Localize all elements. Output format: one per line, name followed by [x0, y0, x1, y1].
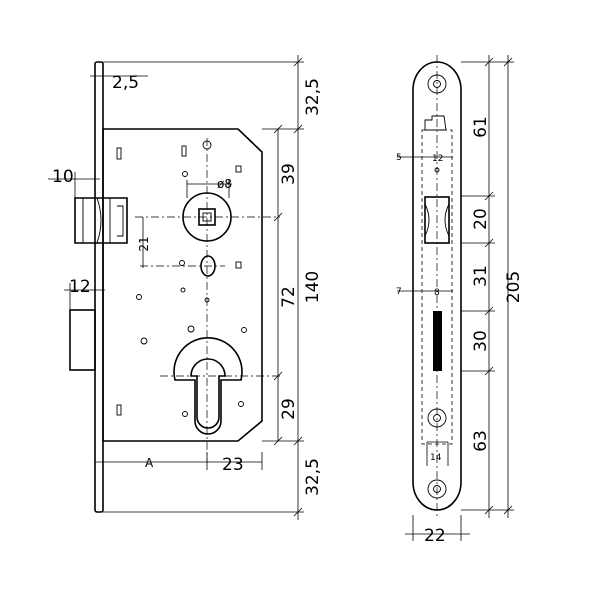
- side-view: 61 5 12 20 31 205 7 8 30 63 14 22: [396, 55, 524, 546]
- dim-cylinder-offset: 23: [222, 455, 244, 475]
- dim-spindle-offset: 21: [137, 236, 151, 251]
- dim-screw-spacing: 14: [430, 453, 442, 463]
- dim-bolt-projection: 12: [69, 277, 91, 297]
- dim-cylinder-to-bottom: 29: [279, 398, 299, 420]
- front-centre-lines: [135, 138, 280, 462]
- dim-upper-section: 61: [471, 116, 491, 138]
- lock-case: [102, 128, 263, 442]
- faceplate: [94, 61, 104, 513]
- dim-top-offset: 32,5: [303, 78, 323, 116]
- dim-lower-section: 63: [471, 430, 491, 452]
- dim-latch-to-bolt: 31: [471, 265, 491, 287]
- side-horizontal-dimensions: [397, 156, 470, 541]
- dim-faceplate-width: 22: [424, 526, 446, 546]
- front-vertical-dimensions: [103, 55, 304, 520]
- bolt-opening: [433, 311, 442, 371]
- dim-bolt-width: 8: [434, 288, 440, 298]
- cylinder-cutout: [173, 337, 243, 435]
- dim-faceplate-thickness: 2,5: [112, 73, 139, 93]
- front-left-dimensions: [48, 75, 263, 470]
- side-vertical-dimensions: [461, 55, 514, 518]
- top-detail: [424, 115, 447, 131]
- dim-spindle-diameter: ø8: [217, 177, 232, 191]
- dim-latch-width: 12: [432, 154, 443, 164]
- dim-case-height: 140: [303, 271, 323, 303]
- dim-latch-height: 20: [471, 208, 491, 230]
- dim-latch-inset: 5: [396, 153, 402, 163]
- dim-spindle-to-cylinder: 72: [279, 286, 299, 308]
- front-view: 2,5 32,5 10 39 ø8 21 12 72 140 29 A 23 3…: [48, 55, 323, 520]
- dim-spindle-to-top: 39: [279, 163, 299, 185]
- dim-overall-height: 205: [504, 271, 524, 303]
- screw-spacing-dim: [426, 441, 449, 466]
- dim-latch-projection: 10: [52, 167, 74, 187]
- dead-bolt: [69, 309, 96, 371]
- dim-bottom-offset: 32,5: [303, 458, 323, 496]
- latch-bolt: [74, 197, 128, 244]
- dim-backset-label: A: [145, 456, 154, 470]
- dim-bolt-height: 30: [471, 330, 491, 352]
- dim-bolt-inset: 7: [396, 287, 402, 297]
- case-details: [116, 140, 247, 417]
